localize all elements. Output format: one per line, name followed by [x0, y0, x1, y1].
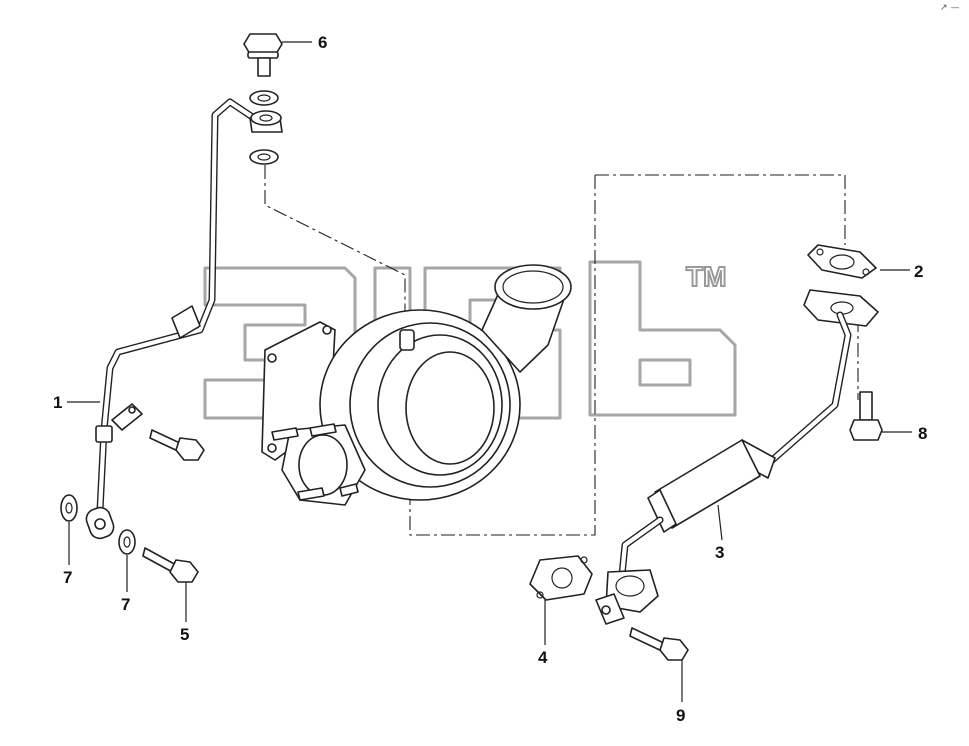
washers-part-7: [60, 494, 136, 555]
callout-2: 2: [914, 262, 923, 281]
gasket-part-2: [807, 244, 877, 279]
callout-8: 8: [918, 424, 927, 443]
callout-3: 3: [715, 543, 724, 562]
bolt-part-8: [849, 391, 883, 441]
trademark-label: TM: [686, 261, 726, 292]
callout-1: 1: [53, 393, 62, 412]
watermark-logo: TM: [203, 260, 737, 420]
callout-4: 4: [538, 648, 548, 667]
callout-5: 5: [180, 625, 189, 644]
banjo-bolt-assembly: [243, 33, 283, 165]
bolt-part-9: [629, 627, 689, 661]
flange-bolt: [149, 429, 205, 461]
reference-lines: [264, 165, 859, 536]
callout-7a: 7: [63, 568, 72, 587]
turbocharger: [261, 264, 572, 506]
callout-9: 9: [676, 706, 685, 725]
callout-labels: 1 2 3 4 5 6 7 7 8 9: [53, 33, 927, 725]
gasket-part-4: [529, 555, 593, 601]
leader-lines: [67, 41, 912, 702]
oil-return-pipe: [595, 289, 879, 625]
oil-feed-pipe: [85, 98, 264, 540]
bolt-part-5: [142, 547, 199, 583]
corner-mark: ↗ —: [940, 3, 959, 13]
callout-7b: 7: [121, 595, 130, 614]
callout-6: 6: [318, 33, 327, 52]
